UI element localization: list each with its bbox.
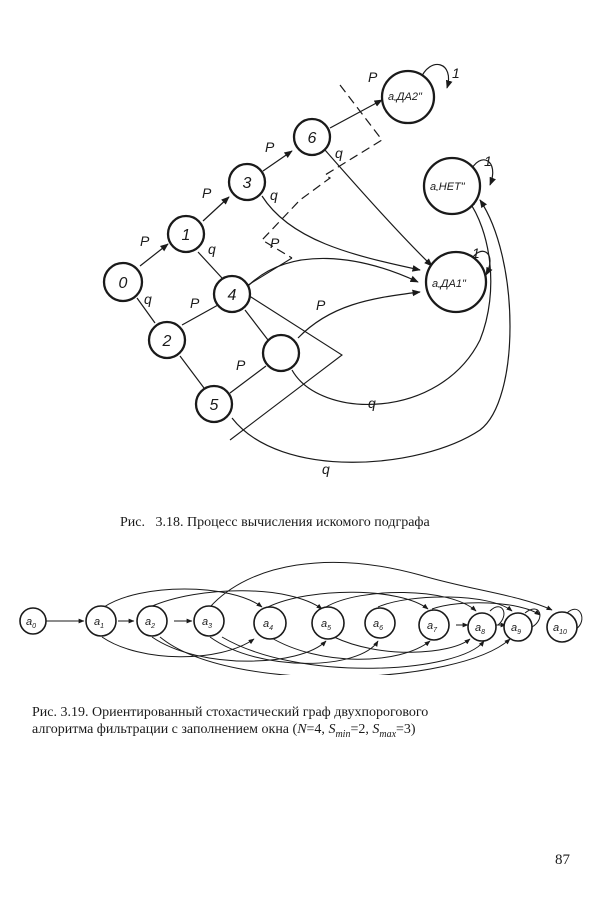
state-6-label: 6 [308, 130, 317, 147]
caption-3-18: Рис. 3.18. Процесс вычисления искомого п… [120, 514, 540, 531]
svg-text:a7: a7 [427, 620, 438, 634]
loop-da2 [419, 63, 453, 89]
svg-text:a3: a3 [202, 616, 212, 630]
state-3-label: 3 [243, 175, 252, 192]
edge-5-net [231, 199, 511, 463]
node-a1 [85, 605, 117, 637]
edge-2-5 [179, 355, 205, 389]
label-p-4: P [270, 235, 280, 251]
svg-text:a2: a2 [145, 616, 155, 630]
edge-8-da1 [297, 289, 421, 339]
label-q-1-4: q [208, 241, 216, 257]
label-p-8: P [316, 297, 326, 313]
terminal-da2-label: a„ДА2" [388, 91, 423, 103]
state-0 [102, 261, 144, 303]
svg-text:a0: a0 [26, 616, 36, 630]
edge-0-1 [139, 243, 169, 267]
caption-3-19: Рис. 3.19. Ориентированный стохастически… [32, 705, 429, 740]
node-a7 [418, 609, 450, 641]
terminal-da1 [424, 250, 488, 314]
state-5-label: 5 [210, 397, 219, 414]
edge-4-da1 [247, 257, 419, 287]
node-a4 [253, 606, 287, 640]
state-1-label: 1 [182, 227, 191, 244]
svg-text:a6: a6 [373, 618, 383, 632]
caption-prefix: Рис. [32, 705, 57, 720]
caption-text: Процесс вычисления искомого подграфа [187, 515, 430, 530]
state-4 [212, 274, 252, 314]
terminal-da1-label: a„ДА1" [432, 278, 467, 290]
edge-5-8 [229, 365, 267, 394]
label-q-8-net: q [368, 395, 376, 411]
state-1 [166, 214, 206, 254]
label-q-5-net: q [322, 461, 330, 477]
state-0-label: 0 [119, 275, 128, 292]
edge-2-4 [181, 304, 219, 326]
boundary-dashed [261, 84, 383, 259]
edge-6-da2 [329, 99, 383, 129]
svg-text:a5: a5 [321, 618, 331, 632]
svg-text:a8: a8 [475, 622, 485, 636]
label-p-2-4: P [190, 295, 200, 311]
node-a9 [503, 612, 533, 642]
figure-3-18: 0 1 2 3 4 5 6 a„ДА2" a„НЕТ" a„ДА1" P P P… [102, 63, 511, 477]
svg-text:a4: a4 [263, 618, 273, 632]
edge-6-da1 [324, 149, 433, 267]
page-number: 87 [555, 852, 570, 868]
node-a8 [467, 612, 497, 642]
caption-line2: алгоритма фильтрации с заполнением окна … [32, 722, 298, 737]
state-6 [292, 117, 332, 157]
label-q-6: q [335, 145, 343, 161]
edge-4-8 [244, 309, 269, 341]
caption-number: 3.19. [60, 705, 89, 720]
edge-1-3 [202, 196, 230, 222]
node-a5 [311, 606, 345, 640]
state-4-label: 4 [228, 287, 237, 304]
node-a3 [193, 605, 225, 637]
terminal-da2 [380, 69, 436, 125]
label-p-0-1: P [140, 233, 150, 249]
state-2-label: 2 [162, 333, 172, 350]
caption-prefix: Рис. [120, 515, 145, 530]
state-5 [194, 384, 234, 424]
edge-0-2 [136, 297, 156, 324]
edge-8-net [291, 199, 492, 405]
label-one-net: 1 [484, 153, 492, 169]
svg-text:a1: a1 [94, 616, 104, 630]
label-p-3-6: P [265, 139, 275, 155]
edge-3-6 [262, 150, 293, 172]
caption-line1: Ориентированный стохастический граф двух… [92, 705, 429, 720]
label-q-3: q [270, 187, 278, 203]
node-a2 [136, 605, 168, 637]
svg-text:a9: a9 [511, 622, 521, 636]
state-3 [227, 162, 267, 202]
state-2 [147, 320, 187, 360]
figure-3-19: a0 a1 a2 a3 a4 a5 a6 a7 a8 a9 a10 [19, 561, 583, 675]
node-a10 [546, 611, 578, 643]
terminal-net-label: a„НЕТ" [430, 181, 466, 193]
node-a0 [19, 607, 47, 635]
node-a6 [364, 607, 396, 639]
label-p-1-3: P [202, 185, 212, 201]
edge-1-4 [197, 251, 223, 279]
edge-3-da1 [261, 195, 421, 272]
label-p-6-da2: P [368, 69, 378, 85]
label-q-0-2: q [144, 291, 152, 307]
caption-number: 3.18. [155, 515, 184, 530]
terminal-net [422, 156, 482, 216]
svg-text:a10: a10 [553, 622, 567, 636]
label-p-5-8: P [236, 357, 246, 373]
boundary-solid [229, 257, 343, 441]
label-one-da2: 1 [452, 65, 460, 81]
label-one-da1: 1 [472, 245, 480, 261]
state-8 [261, 333, 301, 373]
